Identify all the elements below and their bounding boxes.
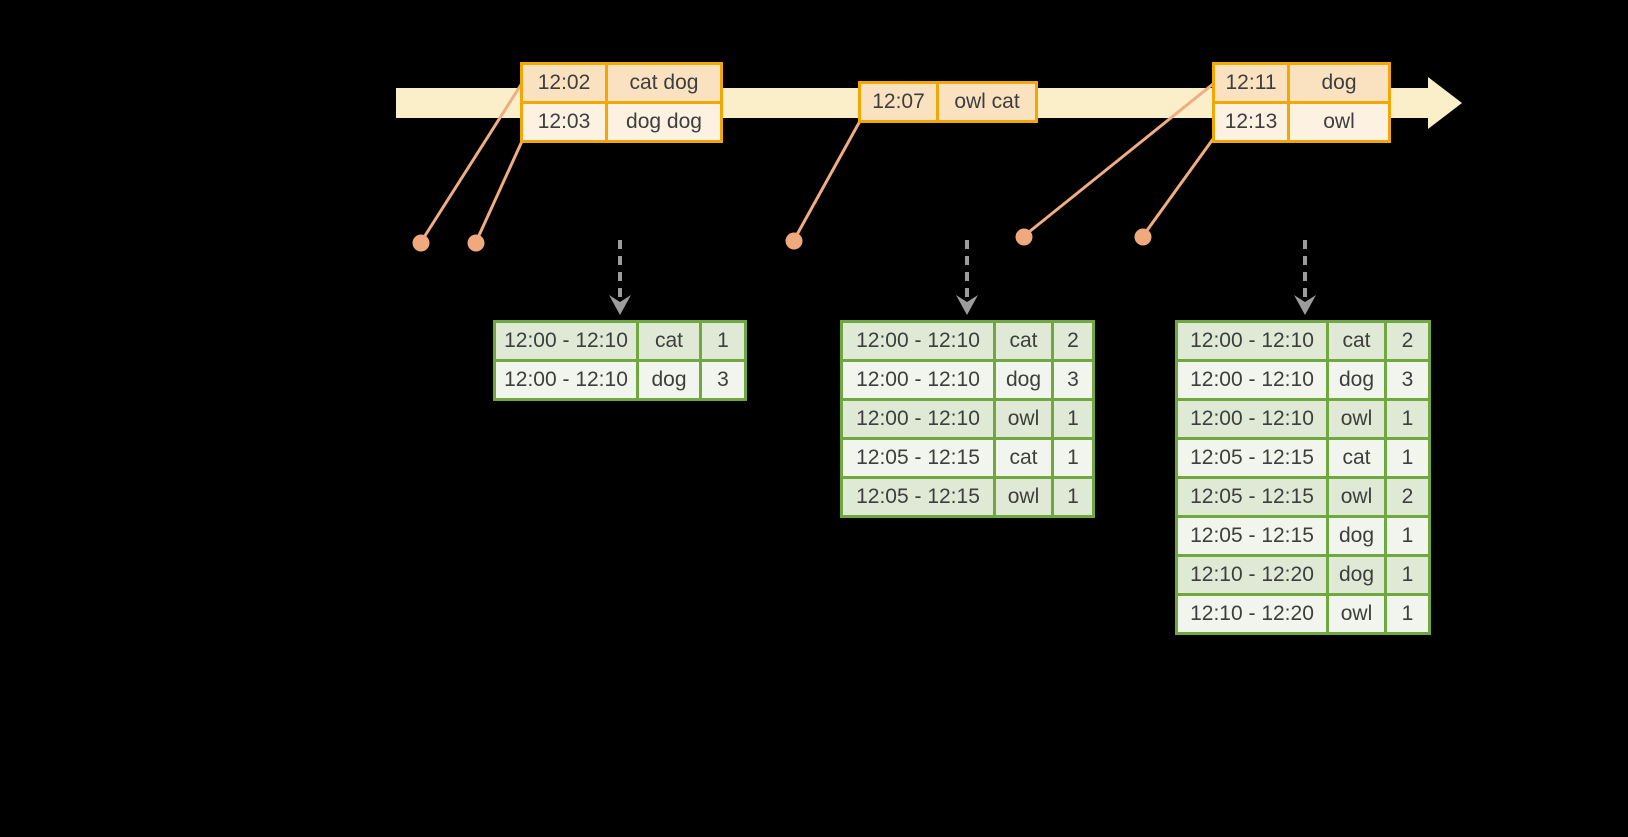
trigger-arrow-icon [956, 295, 978, 315]
event-words-cell: dog [1290, 65, 1388, 101]
connector-line [1141, 138, 1215, 237]
trigger-arrow-icon [609, 295, 631, 315]
window-cell: 12:00 - 12:10 [496, 323, 636, 359]
connector-line [792, 120, 862, 241]
count-cell: 1 [1387, 557, 1428, 593]
window-cell: 12:10 - 12:20 [1178, 557, 1326, 593]
trigger-arrow-icon [1294, 295, 1316, 315]
event-time-cell: 12:03 [523, 104, 605, 140]
count-cell: 3 [1054, 362, 1092, 398]
connector-line [474, 138, 525, 243]
word-cell: dog [1329, 518, 1384, 554]
event-dot-icon [1015, 228, 1033, 246]
event-words-cell: dog dog [608, 104, 720, 140]
window-cell: 12:05 - 12:15 [1178, 518, 1326, 554]
count-cell: 1 [1387, 401, 1428, 437]
word-cell: cat [1329, 440, 1384, 476]
word-cell: cat [996, 323, 1051, 359]
result-table: 12:00 - 12:10 cat 1 12:00 - 12:10 dog 3 [493, 320, 747, 401]
event-words-cell: cat dog [608, 65, 720, 101]
event-box: 12:02 cat dog 12:03 dog dog [520, 62, 723, 143]
event-time-cell: 12:02 [523, 65, 605, 101]
word-cell: dog [1329, 557, 1384, 593]
count-cell: 2 [1387, 479, 1428, 515]
trigger-arrows [609, 240, 1316, 315]
count-cell: 3 [1387, 362, 1428, 398]
word-cell: owl [1329, 479, 1384, 515]
window-cell: 12:00 - 12:10 [843, 362, 993, 398]
window-cell: 12:05 - 12:15 [1178, 479, 1326, 515]
event-time-cell: 12:07 [861, 84, 936, 120]
event-dot-icon [1134, 228, 1152, 246]
window-cell: 12:00 - 12:10 [496, 362, 636, 398]
count-cell: 1 [1387, 596, 1428, 632]
count-cell: 1 [1054, 401, 1092, 437]
count-cell: 3 [702, 362, 744, 398]
word-cell: owl [996, 479, 1051, 515]
word-cell: cat [1329, 323, 1384, 359]
window-cell: 12:05 - 12:15 [843, 440, 993, 476]
count-cell: 2 [1054, 323, 1092, 359]
word-cell: dog [996, 362, 1051, 398]
event-box: 12:07 owl cat [858, 81, 1038, 123]
count-cell: 1 [1054, 479, 1092, 515]
connector-lines [419, 79, 1215, 243]
window-cell: 12:00 - 12:10 [1178, 323, 1326, 359]
word-cell: cat [996, 440, 1051, 476]
word-cell: owl [1329, 596, 1384, 632]
event-box: 12:11 dog 12:13 owl [1212, 62, 1391, 143]
word-cell: owl [996, 401, 1051, 437]
result-table: 12:00 - 12:10 cat 2 12:00 - 12:10 dog 3 … [840, 320, 1095, 518]
event-time-cell: 12:11 [1215, 65, 1287, 101]
count-cell: 1 [1387, 518, 1428, 554]
window-cell: 12:00 - 12:10 [843, 401, 993, 437]
count-cell: 1 [1054, 440, 1092, 476]
window-cell: 12:00 - 12:10 [1178, 401, 1326, 437]
connector-line [1023, 82, 1214, 238]
word-cell: owl [1329, 401, 1384, 437]
event-words-cell: owl [1290, 104, 1388, 140]
window-cell: 12:05 - 12:15 [1178, 440, 1326, 476]
window-cell: 12:10 - 12:20 [1178, 596, 1326, 632]
count-cell: 1 [702, 323, 744, 359]
connector-line [419, 79, 526, 243]
event-dots [412, 228, 1152, 252]
event-words-cell: owl cat [939, 84, 1035, 120]
window-cell: 12:00 - 12:10 [843, 323, 993, 359]
window-cell: 12:05 - 12:15 [843, 479, 993, 515]
word-cell: cat [639, 323, 699, 359]
word-cell: dog [1329, 362, 1384, 398]
event-dot-icon [785, 232, 803, 250]
event-dot-icon [412, 234, 430, 252]
result-table: 12:00 - 12:10 cat 2 12:00 - 12:10 dog 3 … [1175, 320, 1431, 635]
count-cell: 2 [1387, 323, 1428, 359]
window-cell: 12:00 - 12:10 [1178, 362, 1326, 398]
event-time-cell: 12:13 [1215, 104, 1287, 140]
event-dot-icon [467, 234, 485, 252]
count-cell: 1 [1387, 440, 1428, 476]
word-cell: dog [639, 362, 699, 398]
timeline-arrowhead-icon [1428, 77, 1462, 129]
